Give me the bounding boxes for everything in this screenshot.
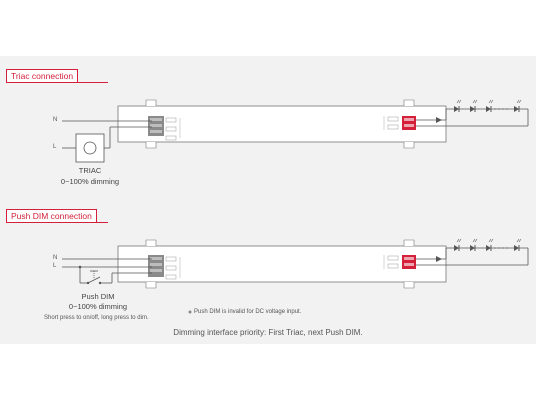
pushdim-caption-title: Push DIM: [81, 292, 115, 301]
led-icon: [453, 238, 462, 252]
pushdim-driver: [117, 239, 447, 289]
arrow-icon: [436, 256, 442, 262]
triac-n-label: N: [53, 117, 58, 123]
bullet-icon: [188, 310, 192, 314]
arrow-icon: [436, 117, 442, 123]
triac-driver: [117, 99, 447, 149]
triac-section-rule: [6, 82, 108, 83]
triac-wiring: [62, 108, 529, 149]
pushdim-caption-range: 0~100% dimming: [68, 302, 128, 311]
triac-l-label: L: [53, 144, 57, 150]
led-icon: [469, 99, 478, 113]
triac-caption-title: TRIAC: [78, 166, 102, 175]
pushdim-led-string: [453, 238, 522, 252]
triac-dimmer: [75, 133, 105, 163]
led-icon: [513, 238, 522, 252]
pushdim-n-label: N: [53, 255, 58, 261]
led-icon: [513, 99, 522, 113]
led-icon: [469, 238, 478, 252]
led-icon: [485, 99, 494, 113]
led-icon: [485, 238, 494, 252]
dimming-priority-note: Dimming interface priority: First Triac,…: [173, 328, 363, 337]
pushdim-usage-note: Short press to on/off, long press to dim…: [44, 315, 149, 321]
diagram-panel: [0, 56, 536, 344]
pushdim-dc-note: Push DIM is invalid for DC voltage input…: [194, 309, 302, 315]
triac-caption-range: 0~100% dimming: [60, 177, 120, 186]
pushdim-section-rule: [6, 222, 108, 223]
triac-led-string: [453, 99, 522, 113]
pushdim-l-label: L: [53, 263, 57, 269]
led-icon: [453, 99, 462, 113]
